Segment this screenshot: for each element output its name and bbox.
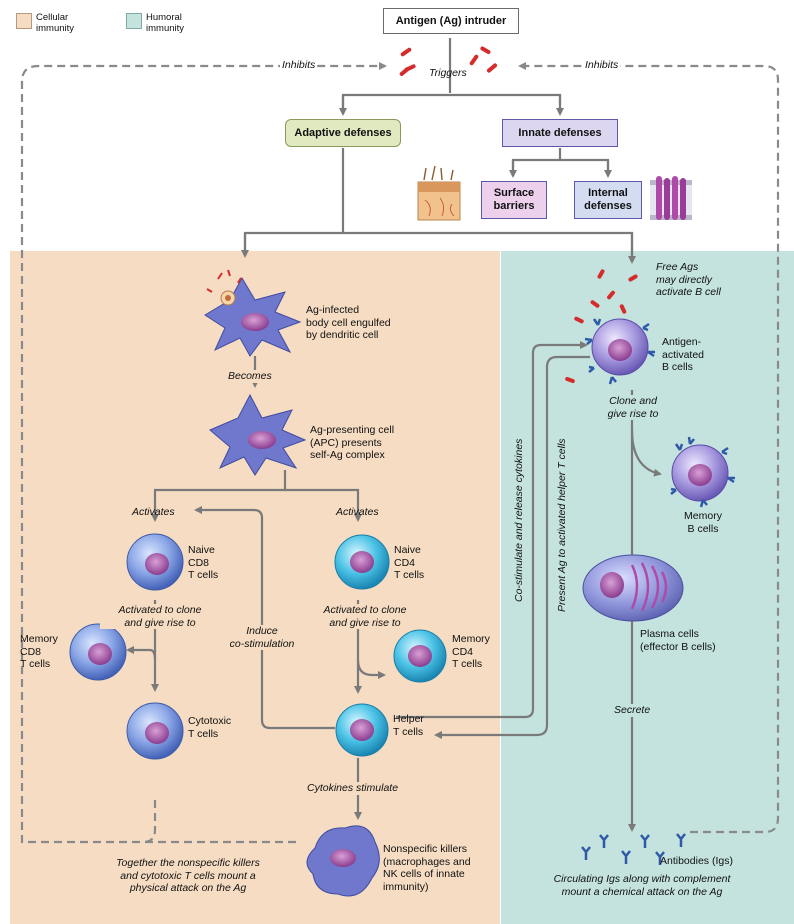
together-attack-label: Together the nonspecific killers and cyt… (116, 857, 260, 894)
activated-right-label: Activated to clone and give rise to (305, 604, 425, 629)
top-arrows (241, 38, 636, 264)
secrete-label: Secrete (614, 704, 651, 717)
cytotoxic-cell (126, 702, 184, 760)
antigen-intruder-box: Antigen (Ag) intruder (383, 8, 519, 34)
legend-label-humoral: Humoral immunity (146, 12, 185, 34)
plasma-cell (582, 554, 684, 622)
naive-cd4-label: Naive CD4 T cells (394, 544, 425, 581)
memory-b-cell (670, 436, 735, 508)
memory-cd8-cell (69, 623, 127, 681)
naive-cd8-cell (126, 533, 184, 591)
memory-b-label: Memory B cells (684, 510, 722, 535)
triggers-label: Triggers (429, 67, 467, 79)
antigen-fragments-humoral (565, 269, 638, 384)
nonspecific-killer-cell (306, 825, 380, 897)
activates-left-label: Activates (132, 506, 175, 518)
apc-label: Ag-presenting cell (APC) presents self-A… (310, 424, 395, 461)
ag-infected-label: Ag-infected body cell engulfed by dendri… (306, 304, 391, 341)
nonspecific-killers-label: Nonspecific killers (macrophages and NK … (383, 843, 471, 893)
helper-cell (335, 703, 389, 757)
becomes-label: Becomes (228, 370, 272, 383)
antigen-activated-label: Antigen- activated B cells (662, 336, 705, 373)
antibodies (581, 833, 686, 865)
memory-cd4-label: Memory CD4 T cells (452, 633, 490, 670)
activates-right-label: Activates (336, 506, 379, 518)
apc-cell (209, 393, 307, 476)
clone-label: Clone and give rise to (598, 395, 668, 420)
plasma-cells-label: Plasma cells (effector B cells) (640, 628, 716, 653)
surface-barriers-box: Surface barriers (481, 181, 547, 219)
membrane-protein-illustration (650, 176, 692, 220)
circulating-igs-label: Circulating Igs along with complement mo… (553, 873, 731, 898)
legend-swatch-cellular (16, 13, 32, 29)
memory-cd8-label: Memory CD8 T cells (20, 633, 58, 670)
innate-defenses-box: Innate defenses (502, 119, 618, 147)
helper-label: Helper T cells (393, 713, 424, 738)
free-ags-label: Free Ags may directly activate B cell (656, 261, 721, 298)
skin-illustration (417, 165, 461, 221)
cytokines-stimulate-label: Cytokines stimulate (307, 782, 399, 795)
naive-cd8-label: Naive CD8 T cells (188, 544, 219, 581)
inhibits-right-label: Inhibits (583, 59, 621, 72)
inhibits-left-label: Inhibits (280, 59, 318, 72)
antigen-fragments-top (399, 46, 498, 76)
legend-swatch-humoral (126, 13, 142, 29)
internal-defenses-box: Internal defenses (574, 181, 642, 219)
adaptive-defenses-box: Adaptive defenses (285, 119, 401, 147)
dendritic-cell-infected (204, 269, 302, 357)
co-stimulate-label: Co-stimulate and release cytokines (513, 438, 525, 602)
activated-left-label: Activated to clone and give rise to (100, 604, 220, 629)
antibodies-label: Antibodies (Igs) (660, 855, 733, 867)
legend-label-cellular: Cellular immunity (36, 12, 75, 34)
antigen-activated-b-cell (584, 318, 655, 385)
memory-cd4-cell (393, 629, 447, 683)
naive-cd4-cell (334, 534, 390, 590)
induce-costimulation-label: Induce co-stimulation (220, 625, 304, 650)
present-ag-label: Present Ag to activated helper T cells (556, 438, 568, 612)
cytotoxic-label: Cytotoxic T cells (188, 715, 232, 740)
